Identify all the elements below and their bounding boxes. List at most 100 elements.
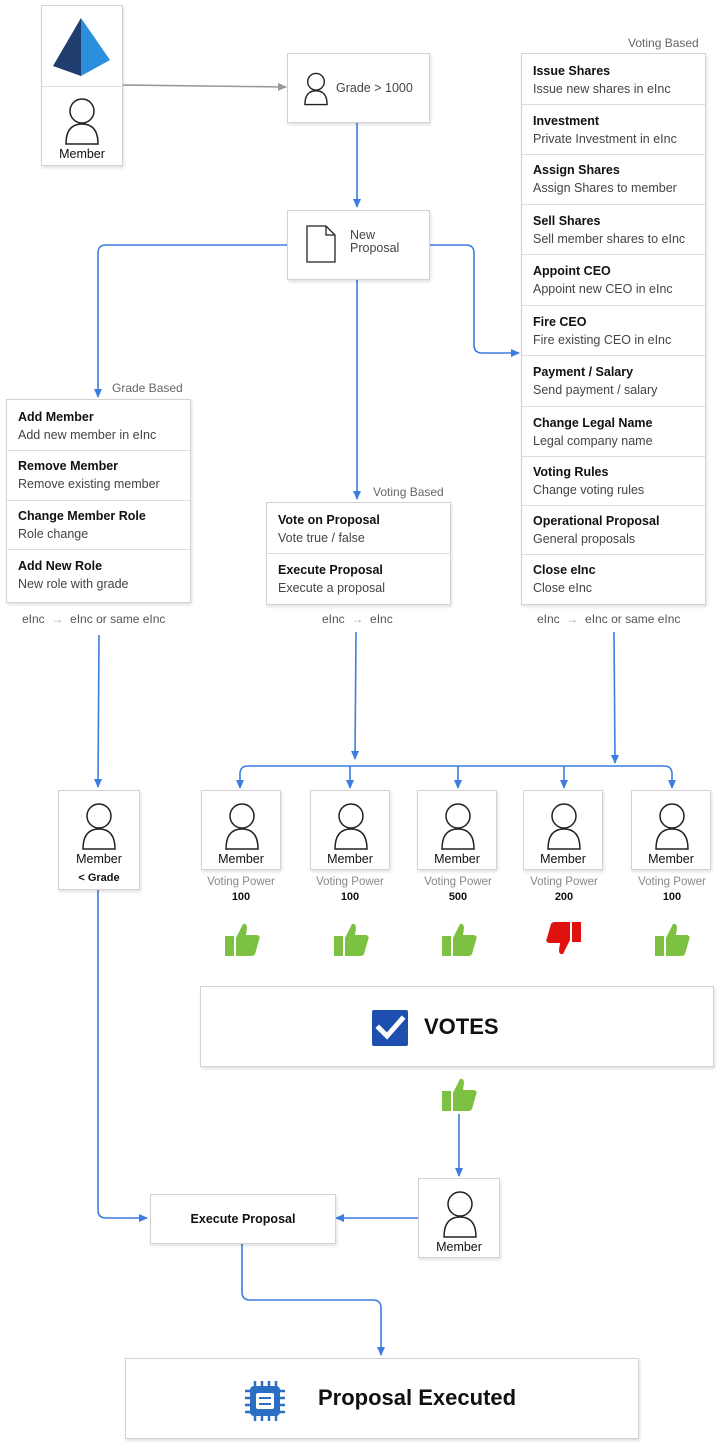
voting-power-value: 100 (231, 891, 251, 903)
arrow-right-icon: → (563, 612, 582, 626)
thumbs-up-icon (223, 920, 261, 963)
grade-label: Grade > 1000 (336, 81, 413, 95)
arrow-right-icon: → (348, 612, 367, 626)
proposal-executed-box: Proposal Executed (125, 1358, 639, 1439)
item-desc: Appoint new CEO in eInc (533, 282, 673, 296)
thumbs-up-icon (440, 1075, 478, 1118)
voter-member-box: Member (417, 790, 497, 870)
voter-member-box: Member (201, 790, 281, 870)
execute-proposal-label: Execute Proposal (190, 1212, 296, 1226)
votes-label: VOTES (424, 1014, 499, 1039)
item-title: Sell Shares (533, 214, 601, 228)
voter-member-box: Member (523, 790, 603, 870)
voting-flow-label: eInc → eInc or same eInc (537, 612, 680, 626)
proposal-label-line2: Proposal (350, 241, 400, 255)
processor-icon (243, 1379, 287, 1428)
grade-based-label: Grade Based (112, 381, 183, 395)
item-desc: New role with grade (18, 577, 129, 591)
item-desc: Execute a proposal (278, 581, 386, 595)
new-proposal-box: New Proposal (287, 210, 430, 280)
member-label: Member (436, 1240, 482, 1254)
voting-power-value: 100 (340, 891, 360, 903)
member-icon (438, 799, 478, 856)
low-grade-member-box: Member < Grade (58, 790, 140, 890)
voting-based-mid-label: Voting Based (373, 485, 444, 499)
grade-flow-label: eInc → eInc or same eInc (22, 612, 165, 626)
proposal-label-line1: New (350, 228, 376, 242)
item-title: Fire CEO (533, 315, 587, 329)
list-item[interactable]: Fire CEO Fire existing CEO in eInc (522, 306, 705, 356)
item-title: Execute Proposal (278, 563, 383, 577)
item-title: Close eInc (533, 563, 596, 577)
member-label: Member (540, 852, 586, 866)
item-title: Change Legal Name (533, 416, 653, 430)
member-icon (62, 94, 102, 146)
member-icon (331, 799, 371, 856)
execute-proposal-box: Execute Proposal (150, 1194, 336, 1244)
item-title: Change Member Role (18, 509, 146, 523)
item-title: Vote on Proposal (278, 513, 380, 527)
item-desc: Send payment / salary (533, 383, 658, 397)
member-icon (544, 799, 584, 856)
document-icon (306, 225, 336, 268)
member-icon (222, 799, 262, 856)
member-label: Member (59, 147, 105, 161)
voting-power-label: Voting Power (424, 876, 492, 888)
grade-sub-label: < Grade (78, 872, 120, 884)
item-desc: Vote true / false (278, 531, 365, 545)
grade-box: Grade > 1000 (287, 53, 430, 123)
logo-icon (42, 6, 122, 87)
item-desc: Issue new shares in eInc (533, 82, 671, 96)
thumbs-down-icon (545, 920, 583, 963)
flow-to: eInc (370, 612, 393, 626)
item-desc: Fire existing CEO in eInc (533, 333, 672, 347)
proposal-executed-label: Proposal Executed (318, 1385, 517, 1410)
member-label: Member (648, 852, 694, 866)
thumbs-up-icon (332, 920, 370, 963)
flow-from: eInc (22, 612, 45, 626)
vote-flow-label: eInc → eInc (322, 612, 393, 626)
checkbox-icon (371, 1009, 411, 1052)
item-desc: Sell member shares to eInc (533, 232, 686, 246)
voting-power-label: Voting Power (316, 876, 384, 888)
item-title: Operational Proposal (533, 514, 660, 528)
item-title: Assign Shares (533, 163, 620, 177)
flow-to: eInc or same eInc (70, 612, 166, 626)
member-icon (302, 70, 330, 111)
voting-power-value: 200 (554, 891, 574, 903)
member-label: Member (434, 852, 480, 866)
item-desc: Legal company name (533, 434, 653, 448)
item-desc: Assign Shares to member (533, 181, 677, 195)
member-label: Member (327, 852, 373, 866)
item-desc: Remove existing member (18, 477, 160, 491)
voting-power-label: Voting Power (638, 876, 706, 888)
item-title: Add New Role (18, 559, 103, 573)
logo-member-box: Member (41, 5, 123, 166)
flow-to: eInc or same eInc (585, 612, 681, 626)
item-desc: Close eInc (533, 581, 593, 595)
item-desc: Change voting rules (533, 483, 645, 497)
member-icon (652, 799, 692, 856)
thumbs-up-icon (653, 920, 691, 963)
voting-power-value: 500 (448, 891, 468, 903)
item-title: Voting Rules (533, 465, 609, 479)
